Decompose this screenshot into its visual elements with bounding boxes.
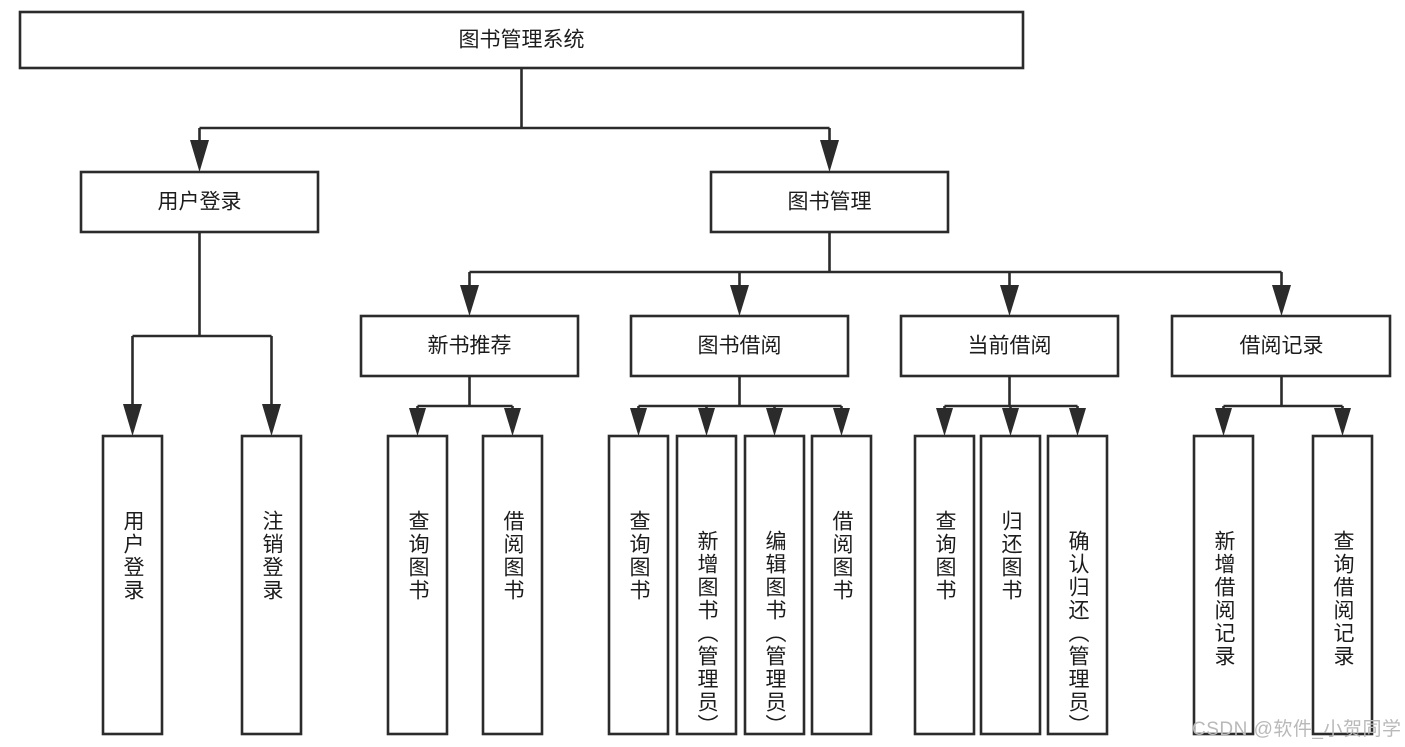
- arrow-head-leaf-add-record: [1215, 408, 1232, 436]
- node-root-label: 图书管理系统: [459, 29, 585, 52]
- node-leaf-return-book[interactable]: 归还图书: [979, 434, 1042, 736]
- node-user-login-box[interactable]: [79, 170, 320, 234]
- node-book-borrow-label: 图书借阅: [698, 335, 782, 358]
- node-borrow-record-label: 借阅记录: [1240, 335, 1324, 358]
- node-borrow-record-box[interactable]: [1170, 314, 1392, 378]
- node-leaf-edit-book-label: 编辑图书（管理员）: [763, 530, 787, 737]
- node-leaf-query-book-current-label: 查询图书: [933, 510, 957, 602]
- node-leaf-user-login-box[interactable]: [101, 434, 164, 736]
- node-leaf-confirm-return-label: 确认归还（管理员）: [1066, 530, 1090, 737]
- arrow-head-leaf-edit-book: [766, 408, 783, 436]
- node-root[interactable]: 图书管理系统: [18, 10, 1025, 70]
- node-leaf-user-login-label: 用户登录: [121, 510, 145, 602]
- node-leaf-query-book-borrow-label: 查询图书: [627, 510, 651, 602]
- arrow-head-leaf-add-book: [698, 408, 715, 436]
- node-new-book-rec-label: 新书推荐: [428, 335, 512, 358]
- node-leaf-confirm-return-box[interactable]: [1046, 434, 1109, 736]
- node-leaf-edit-book[interactable]: 编辑图书（管理员）: [743, 434, 806, 737]
- node-current-borrow-label: 当前借阅: [968, 335, 1052, 358]
- arrow-head-book-manage: [820, 140, 839, 172]
- node-leaf-query-book-borrow[interactable]: 查询图书: [607, 434, 670, 736]
- node-leaf-user-login[interactable]: 用户登录: [101, 434, 164, 736]
- node-leaf-query-book-rec-box[interactable]: [386, 434, 449, 736]
- node-leaf-add-record-box[interactable]: [1192, 434, 1255, 736]
- arrow-head-leaf-borrow-book-rec: [504, 408, 521, 436]
- node-root-box[interactable]: [18, 10, 1025, 70]
- node-user-login[interactable]: 用户登录: [79, 170, 320, 234]
- connector-group-user-login: [123, 232, 281, 436]
- node-book-manage-box[interactable]: [709, 170, 950, 234]
- node-leaf-user-logout[interactable]: 注销登录: [240, 434, 303, 736]
- node-leaf-query-book-current-box[interactable]: [913, 434, 976, 736]
- arrow-head-current-borrow: [1000, 285, 1019, 316]
- node-leaf-add-record[interactable]: 新增借阅记录: [1192, 434, 1255, 736]
- node-leaf-query-book-borrow-box[interactable]: [607, 434, 670, 736]
- node-leaf-add-record-label: 新增借阅记录: [1212, 530, 1236, 668]
- node-leaf-borrow-book-label: 借阅图书: [830, 510, 854, 602]
- connector-group-borrow-record: [1215, 376, 1351, 436]
- node-leaf-query-book-rec[interactable]: 查询图书: [386, 434, 449, 736]
- node-borrow-record[interactable]: 借阅记录: [1170, 314, 1392, 378]
- node-leaf-query-record[interactable]: 查询借阅记录: [1311, 434, 1374, 736]
- connector-group-root: [190, 68, 839, 172]
- node-current-borrow[interactable]: 当前借阅: [899, 314, 1120, 378]
- node-leaf-query-record-box[interactable]: [1311, 434, 1374, 736]
- arrow-head-book-borrow: [730, 285, 749, 316]
- arrow-head-borrow-record: [1272, 285, 1291, 316]
- node-new-book-rec-box[interactable]: [359, 314, 580, 378]
- node-book-borrow-box[interactable]: [629, 314, 850, 378]
- arrow-head-leaf-query-book-current: [936, 408, 953, 436]
- arrow-head-leaf-query-record: [1334, 408, 1351, 436]
- node-leaf-add-book-box[interactable]: [675, 434, 738, 736]
- connector-group-new-book-rec: [409, 376, 521, 436]
- node-leaf-edit-book-box[interactable]: [743, 434, 806, 736]
- node-leaf-add-book[interactable]: 新增图书（管理员）: [675, 434, 738, 737]
- connector-group-book-borrow: [630, 376, 850, 436]
- node-leaf-borrow-book-rec-box[interactable]: [481, 434, 544, 736]
- node-book-borrow[interactable]: 图书借阅: [629, 314, 850, 378]
- arrow-head-leaf-query-book-rec: [409, 408, 426, 436]
- node-book-manage-label: 图书管理: [788, 191, 872, 214]
- node-leaf-user-logout-label: 注销登录: [260, 510, 284, 602]
- node-leaf-query-record-label: 查询借阅记录: [1331, 530, 1355, 668]
- arrow-head-leaf-user-logout: [262, 404, 281, 436]
- node-leaf-add-book-label: 新增图书（管理员）: [695, 530, 719, 737]
- node-leaf-return-book-label: 归还图书: [999, 510, 1023, 602]
- arrow-head-new-book-rec: [460, 285, 479, 316]
- arrow-head-leaf-return-book: [1002, 408, 1019, 436]
- node-leaf-query-book-current[interactable]: 查询图书: [913, 434, 976, 736]
- arrow-head-leaf-query-book-borrow: [630, 408, 647, 436]
- node-leaf-borrow-book-box[interactable]: [810, 434, 873, 736]
- node-leaf-borrow-book[interactable]: 借阅图书: [810, 434, 873, 736]
- node-leaf-borrow-book-rec-label: 借阅图书: [501, 510, 525, 602]
- node-new-book-rec[interactable]: 新书推荐: [359, 314, 580, 378]
- arrow-head-leaf-borrow-book: [833, 408, 850, 436]
- node-user-login-label: 用户登录: [158, 191, 242, 214]
- node-leaf-borrow-book-rec[interactable]: 借阅图书: [481, 434, 544, 736]
- node-current-borrow-box[interactable]: [899, 314, 1120, 378]
- node-book-manage[interactable]: 图书管理: [709, 170, 950, 234]
- node-leaf-return-book-box[interactable]: [979, 434, 1042, 736]
- node-leaf-user-logout-box[interactable]: [240, 434, 303, 736]
- node-leaf-query-book-rec-label: 查询图书: [406, 510, 430, 602]
- arrow-head-leaf-user-login: [123, 404, 142, 436]
- arrow-head-user-login: [190, 140, 209, 172]
- connector-group-book-manage: [460, 232, 1291, 316]
- arrow-head-leaf-confirm-return: [1069, 408, 1086, 436]
- node-leaf-confirm-return[interactable]: 确认归还（管理员）: [1046, 434, 1109, 737]
- connector-group-current-borrow: [936, 376, 1086, 436]
